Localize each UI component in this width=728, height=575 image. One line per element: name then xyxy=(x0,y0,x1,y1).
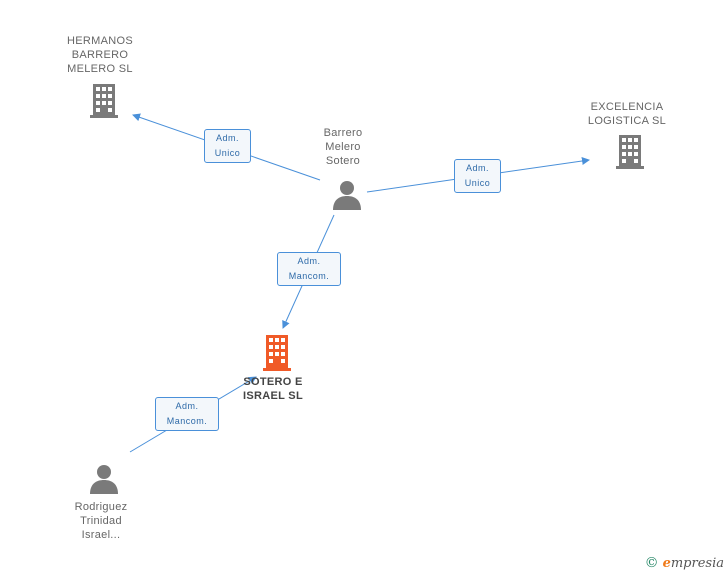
copyright-symbol: © xyxy=(644,555,659,571)
person-icon[interactable] xyxy=(89,464,119,494)
building-icon[interactable] xyxy=(261,335,293,371)
company-label-hermanos[interactable]: HERMANOS BARRERO MELERO SL xyxy=(67,35,133,75)
company-label-sotero[interactable]: SOTERO E ISRAEL SL xyxy=(243,376,303,402)
person-icon[interactable] xyxy=(332,180,362,210)
edge-role-line1: Adm. xyxy=(175,401,199,411)
building-icon[interactable] xyxy=(614,135,646,169)
building-icon[interactable] xyxy=(88,84,120,118)
brand-name: mpresia xyxy=(670,556,724,571)
edge-role-line2: Unico xyxy=(464,178,491,188)
edge-role-line2: Mancom. xyxy=(288,271,330,281)
edge-role-line1: Adm. xyxy=(215,133,239,143)
edge-role-line1: Adm. xyxy=(465,163,489,173)
person-label-rodriguez[interactable]: Rodriguez Trinidad Israel... xyxy=(74,501,128,541)
edge-role-line2: Mancom. xyxy=(166,416,208,426)
edge-role-box[interactable]: Adm. Unico xyxy=(204,129,251,163)
edge-role-line1: Adm. xyxy=(297,256,321,266)
edge-role-box[interactable]: Adm. Mancom. xyxy=(277,252,341,286)
edge-role-line2: Unico xyxy=(214,148,241,158)
person-label-barrero[interactable]: Barrero Melero Sotero xyxy=(323,127,363,167)
edge-role-box[interactable]: Adm. Mancom. xyxy=(155,397,219,431)
empresia-logo[interactable]: ©empresia xyxy=(645,555,724,571)
brand-initial: e xyxy=(662,556,671,571)
company-label-excelencia[interactable]: EXCELENCIA LOGISTICA SL xyxy=(587,101,667,127)
edge-role-box[interactable]: Adm. Unico xyxy=(454,159,501,193)
